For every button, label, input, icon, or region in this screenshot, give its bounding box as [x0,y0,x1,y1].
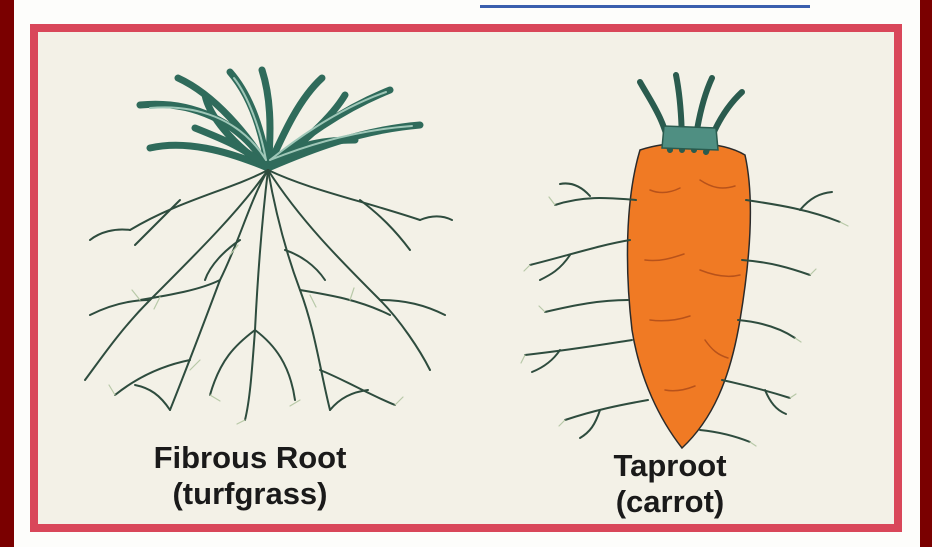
fibrous-roots-icon [85,170,452,420]
fibrous-root-caption: Fibrous Root (turfgrass) [80,440,420,512]
carrot-illustration [521,75,848,448]
taproot-example: (carrot) [560,484,780,520]
carrot-body-icon [627,143,750,448]
fibrous-root-label: Fibrous Root [80,440,420,476]
fibrous-root-example: (turfgrass) [80,476,420,512]
taproot-caption: Taproot (carrot) [560,448,780,520]
turfgrass-illustration [85,70,452,424]
taproot-label: Taproot [560,448,780,484]
